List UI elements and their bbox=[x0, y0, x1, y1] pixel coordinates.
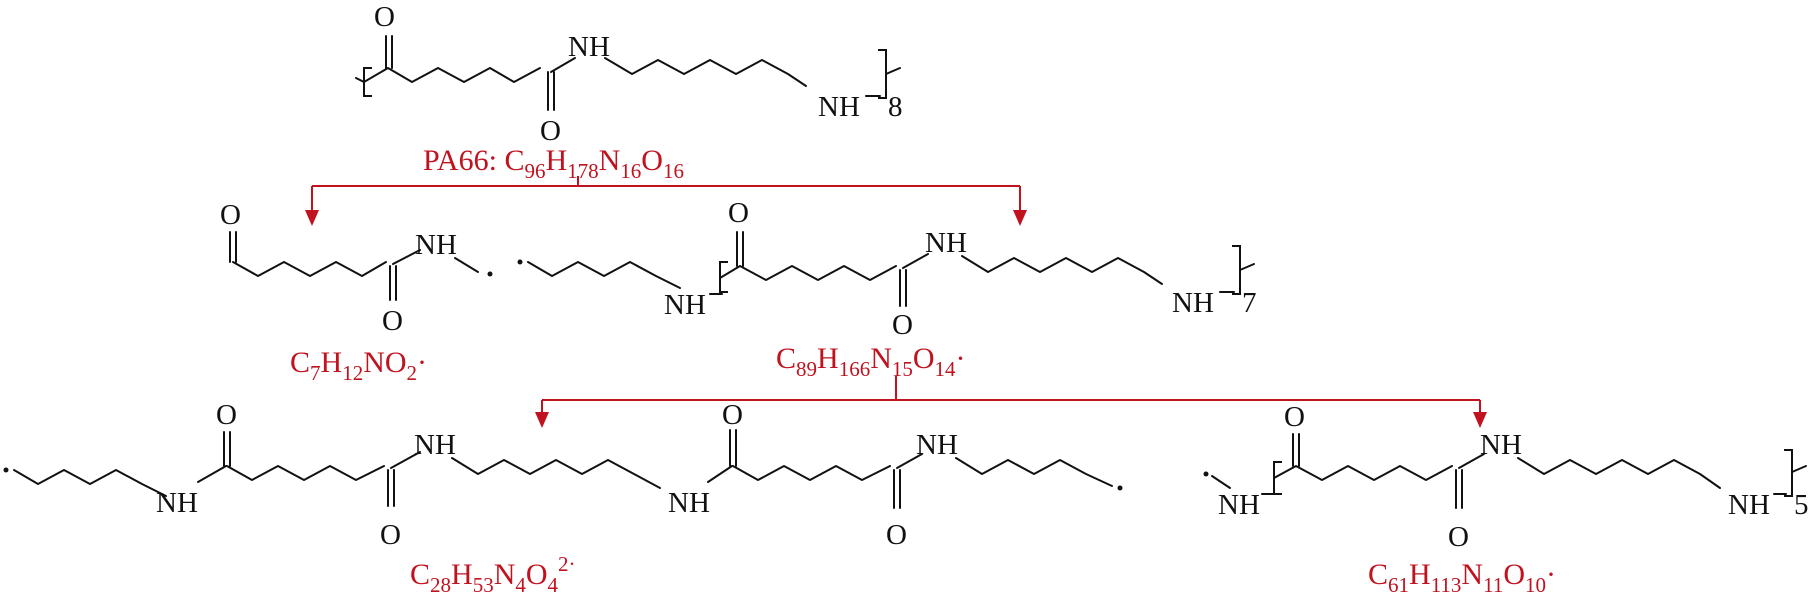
atom-o: O bbox=[892, 309, 913, 341]
fragment-c61: NH O O NH NH 5 bbox=[1203, 401, 1809, 553]
formula-element: O bbox=[1503, 558, 1525, 591]
formula-element: C bbox=[290, 346, 310, 379]
formula-subscript: 4 bbox=[548, 573, 559, 593]
atom-o: O bbox=[216, 399, 237, 431]
bracket-right bbox=[1784, 449, 1793, 497]
formula-subscript: 16 bbox=[620, 159, 641, 183]
atom-nh: NH bbox=[916, 429, 958, 461]
pa66-structure: O O NH NH 8 bbox=[355, 1, 903, 147]
formula-subscript: 166 bbox=[839, 357, 871, 381]
bracket-right bbox=[1232, 245, 1241, 295]
atom-nh: NH bbox=[664, 289, 706, 321]
formula-element: · bbox=[1546, 558, 1556, 591]
formula-element: C bbox=[1368, 558, 1388, 591]
formula-element: H bbox=[545, 144, 567, 177]
radical-dot bbox=[1203, 471, 1209, 477]
repeat-count: 7 bbox=[1242, 287, 1257, 319]
fragment-c89-formula: C89H166N15O14· bbox=[776, 342, 966, 381]
atom-nh: NH bbox=[925, 227, 967, 259]
atom-o: O bbox=[374, 1, 395, 33]
formula-element: C bbox=[410, 558, 430, 591]
formula-element: N bbox=[870, 342, 892, 375]
atom-o: O bbox=[382, 305, 403, 337]
atom-nh: NH bbox=[818, 91, 860, 123]
formula-subscript: 113 bbox=[1431, 573, 1462, 593]
atom-nh: NH bbox=[568, 31, 610, 63]
radical-dot bbox=[3, 467, 9, 473]
atom-o: O bbox=[722, 399, 743, 431]
atom-o: O bbox=[380, 519, 401, 551]
radical-dot bbox=[1117, 485, 1123, 491]
atom-nh: NH bbox=[415, 229, 457, 261]
fragment-c7: O O NH bbox=[220, 199, 493, 337]
radical-dot bbox=[487, 271, 493, 277]
atom-o: O bbox=[1448, 521, 1469, 553]
formula-subscript: 10 bbox=[1525, 573, 1546, 593]
formula-subscript: 61 bbox=[1388, 573, 1409, 593]
formula-element: · bbox=[417, 346, 427, 379]
atom-nh: NH bbox=[156, 487, 198, 519]
formula-prefix: PA66: bbox=[423, 144, 504, 177]
atom-nh: NH bbox=[414, 429, 456, 461]
fragment-c28: NH O O NH NH O O NH bbox=[3, 399, 1123, 551]
formula-subscript: 96 bbox=[524, 159, 545, 183]
formula-subscript: 28 bbox=[430, 573, 451, 593]
atom-nh: NH bbox=[1172, 287, 1214, 319]
formula-subscript: 11 bbox=[1483, 573, 1503, 593]
formula-element: H bbox=[451, 558, 473, 591]
formula-element: N bbox=[494, 558, 516, 591]
split-arrow-middle bbox=[535, 376, 1487, 428]
formula-subscript: 15 bbox=[892, 357, 913, 381]
formula-element: H bbox=[817, 342, 839, 375]
formula-subscript: 89 bbox=[796, 357, 817, 381]
formula-subscript: 16 bbox=[663, 159, 684, 183]
atom-o: O bbox=[1284, 401, 1305, 433]
formula-element: C bbox=[504, 144, 524, 177]
repeat-count: 5 bbox=[1794, 489, 1809, 521]
fragment-c28-formula: C28H53N4O42· bbox=[410, 552, 576, 593]
fragment-c89: NH O O NH NH 7 bbox=[517, 197, 1257, 341]
formula-superscript: 2· bbox=[558, 552, 576, 576]
atom-nh: NH bbox=[668, 487, 710, 519]
formula-element: C bbox=[776, 342, 796, 375]
formula-element: H bbox=[321, 346, 343, 379]
repeat-count: 8 bbox=[888, 91, 903, 123]
formula-subscript: 2 bbox=[407, 361, 418, 385]
bracket-right bbox=[878, 49, 887, 99]
pa66-formula: PA66: C96H178N16O16 bbox=[423, 144, 684, 183]
formula-subscript: 7 bbox=[310, 361, 321, 385]
formula-subscript: 4 bbox=[515, 573, 526, 593]
formula-subscript: 14 bbox=[935, 357, 957, 381]
atom-o: O bbox=[540, 115, 561, 147]
atom-o: O bbox=[886, 519, 907, 551]
atom-o: O bbox=[728, 197, 749, 229]
fragment-c61-formula: C61H113N11O10· bbox=[1368, 558, 1556, 593]
atom-nh: NH bbox=[1728, 489, 1770, 521]
atom-nh: NH bbox=[1218, 489, 1260, 521]
formula-element: O bbox=[526, 558, 548, 591]
formula-element: NO bbox=[363, 346, 406, 379]
formula-element: · bbox=[956, 342, 966, 375]
formula-element: N bbox=[1461, 558, 1483, 591]
formula-element: O bbox=[913, 342, 935, 375]
formula-element: H bbox=[1409, 558, 1431, 591]
radical-dot bbox=[517, 259, 523, 265]
split-arrow-top bbox=[305, 176, 1027, 226]
formula-subscript: 178 bbox=[567, 159, 599, 183]
formula-subscript: 12 bbox=[342, 361, 363, 385]
formula-element: O bbox=[641, 144, 663, 177]
atom-o: O bbox=[220, 199, 241, 231]
atom-nh: NH bbox=[1480, 429, 1522, 461]
formula-element: N bbox=[599, 144, 621, 177]
fragment-c7-formula: C7H12NO2· bbox=[290, 346, 427, 385]
formula-subscript: 53 bbox=[473, 573, 494, 593]
